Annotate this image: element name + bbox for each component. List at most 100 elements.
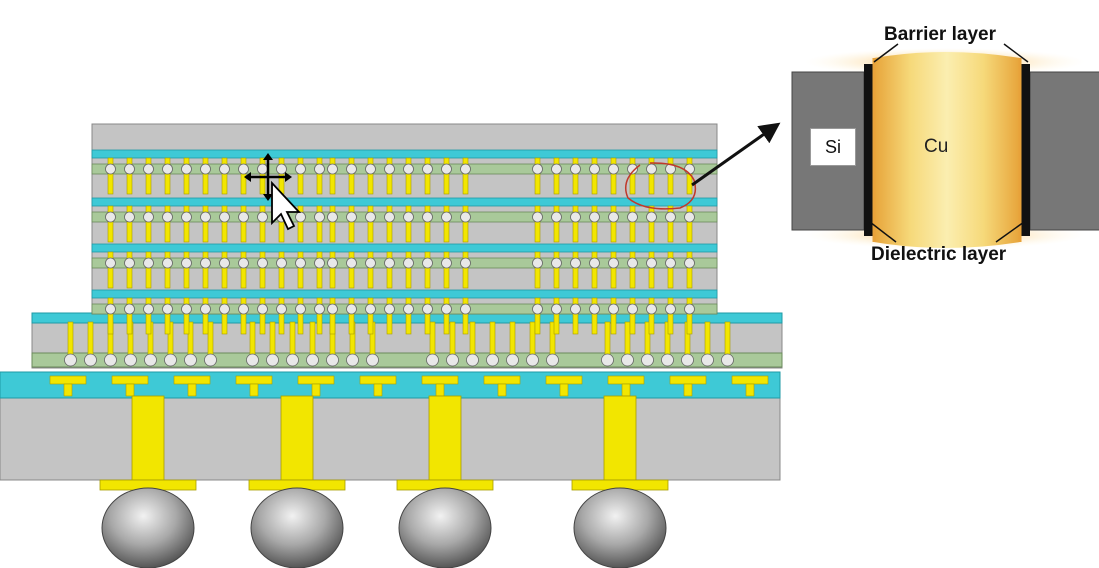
c4-bump — [164, 353, 177, 367]
barrier-pointer-right — [1003, 43, 1029, 63]
substrate-via — [428, 395, 462, 481]
micro-bump — [143, 211, 154, 223]
tsv-via — [367, 251, 374, 289]
tsv-via — [386, 157, 393, 195]
tsv-via — [221, 251, 228, 289]
barrier-pointer-left — [873, 43, 899, 63]
c4-bump — [144, 353, 157, 367]
micro-bump — [162, 211, 173, 223]
micro-bump — [143, 303, 154, 315]
micro-bump — [422, 211, 433, 223]
substrate-pad-stem — [311, 383, 321, 397]
tsv-via — [297, 297, 304, 335]
interposer-via — [87, 321, 94, 357]
micro-bump — [327, 303, 338, 315]
tsv-via — [405, 157, 412, 195]
tsv-via — [164, 297, 171, 335]
tsv-via — [348, 157, 355, 195]
tsv-via — [183, 205, 190, 243]
tsv-via — [462, 157, 469, 195]
micro-bump — [665, 211, 676, 223]
micro-bump — [551, 257, 562, 269]
substrate-via — [280, 395, 314, 481]
micro-bump — [219, 163, 230, 175]
micro-bump — [441, 211, 452, 223]
substrate-pad — [297, 375, 335, 385]
tsv-via — [610, 205, 617, 243]
tsv-via — [648, 205, 655, 243]
c4-bump — [366, 353, 379, 367]
micro-bump — [532, 163, 543, 175]
micro-bump — [219, 257, 230, 269]
micro-bump — [295, 303, 306, 315]
tsv-via — [424, 251, 431, 289]
interposer-via — [624, 321, 631, 357]
micro-bump — [295, 211, 306, 223]
micro-bump — [403, 303, 414, 315]
micro-bump — [532, 211, 543, 223]
micro-bump — [124, 211, 135, 223]
tsv-via — [145, 297, 152, 335]
micro-bump — [646, 163, 657, 175]
micro-bump — [422, 303, 433, 315]
tsv-via — [221, 297, 228, 335]
tsv-via — [629, 205, 636, 243]
c4-bump — [326, 353, 339, 367]
micro-bump — [314, 303, 325, 315]
tsv-via — [386, 297, 393, 335]
micro-bump — [143, 163, 154, 175]
tsv-via — [534, 297, 541, 335]
interposer-via — [429, 321, 436, 357]
tsv-via — [424, 205, 431, 243]
micro-bump — [257, 303, 268, 315]
micro-bump — [589, 211, 600, 223]
tsv-via — [183, 157, 190, 195]
micro-bump — [665, 257, 676, 269]
substrate-pad — [173, 375, 211, 385]
micro-bump — [295, 163, 306, 175]
c4-bump — [426, 353, 439, 367]
tsv-via — [648, 251, 655, 289]
substrate-pad — [49, 375, 87, 385]
interposer-via — [289, 321, 296, 357]
micro-bump — [403, 163, 414, 175]
tsv-via — [183, 251, 190, 289]
tsv-via — [240, 157, 247, 195]
interposer-via — [489, 321, 496, 357]
c4-bump — [204, 353, 217, 367]
move-cursor-icon — [244, 153, 302, 231]
micro-bump — [238, 257, 249, 269]
tsv-via — [534, 251, 541, 289]
tsv-via — [316, 157, 323, 195]
interposer-via — [67, 321, 74, 357]
tsv-via — [107, 205, 114, 243]
interposer-via — [269, 321, 276, 357]
dielectric-layer-label: Dielectric layer — [871, 244, 1007, 265]
c4-bump — [621, 353, 634, 367]
tsv-via — [572, 297, 579, 335]
tsv-via — [297, 157, 304, 195]
tsv-via — [572, 251, 579, 289]
tsv-via — [667, 251, 674, 289]
tsv-via — [686, 205, 693, 243]
micro-bump — [608, 257, 619, 269]
c4-bump — [466, 353, 479, 367]
micro-bump — [384, 257, 395, 269]
c4-bump — [446, 353, 459, 367]
micro-bump — [684, 257, 695, 269]
tsv-via — [462, 297, 469, 335]
micro-bump — [665, 303, 676, 315]
substrate-pad — [669, 375, 707, 385]
micro-bump — [384, 163, 395, 175]
substrate-pad-stem — [63, 383, 73, 397]
interposer-via — [249, 321, 256, 357]
callout-arrow — [691, 122, 781, 187]
micro-bump — [162, 163, 173, 175]
tsv-via — [648, 157, 655, 195]
micro-bump — [105, 257, 116, 269]
tsv-via — [107, 157, 114, 195]
micro-bump — [219, 211, 230, 223]
substrate-pad-stem — [435, 383, 445, 397]
interposer-via — [604, 321, 611, 357]
tsv-via — [221, 157, 228, 195]
